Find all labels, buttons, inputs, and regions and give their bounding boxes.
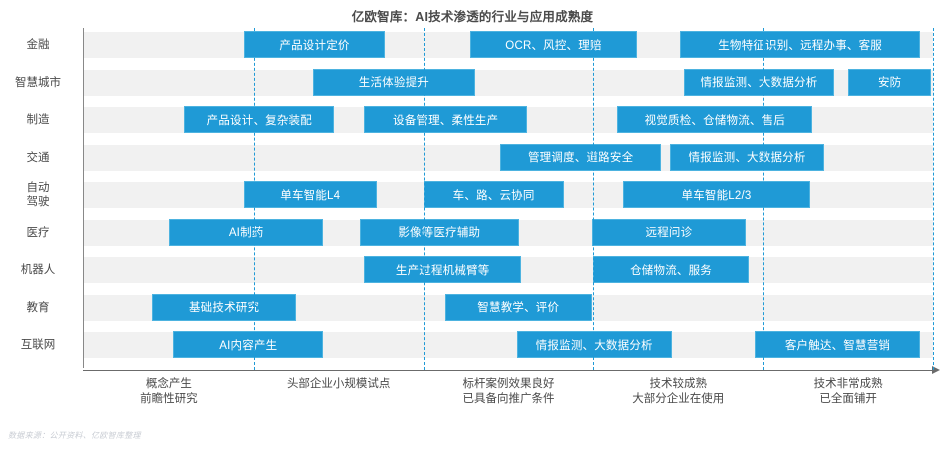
chart-bar: 基础技术研究 <box>151 293 297 321</box>
chart-bar: 生活体验提升 <box>313 68 475 96</box>
chart-row-机器人: 机器人 生产过程机械臂等 仓储物流、服务 <box>0 253 945 287</box>
source-note: 数据来源：公开资料、亿欧智库整理 <box>8 431 141 440</box>
chart-bar: 车、路、云协同 <box>423 181 564 208</box>
x-axis-label-line1: 概念产生 <box>145 378 192 390</box>
chart-row-智慧城市: 智慧城市 生活体验提升 情报监测、大数据分析安防 <box>0 66 945 100</box>
x-axis-label-line1: 技术非常成熟 <box>813 378 883 390</box>
chart-bar: 视觉质检、仓储物流、售后 <box>617 106 813 133</box>
chart-bar: AI内容产生 <box>173 331 324 358</box>
x-axis-label-line2: 已全面铺开 <box>819 393 877 405</box>
y-axis-label-line: 制造 <box>26 114 50 126</box>
y-axis-label-line: 教育 <box>26 301 50 314</box>
y-axis-label-line: 驾驶 <box>26 196 50 208</box>
x-axis-label-line1: 头部企业小规模试点 <box>286 378 391 390</box>
x-axis-label-1: 概念产生前瞻性研究 <box>84 377 254 407</box>
chart-row-医疗: 医疗 AI制药 影像等医疗辅助 远程问诊 <box>0 216 945 250</box>
chart-bar: 影像等医疗辅助 <box>359 218 519 246</box>
gridline-3 <box>593 28 595 370</box>
chart-bar: 单车智能L2/3 <box>623 181 810 208</box>
chart-bar: AI制药 <box>168 218 324 246</box>
y-axis-label-line: 智慧城市 <box>15 76 61 89</box>
chart-bar: 智慧教学、评价 <box>444 293 592 321</box>
y-axis-label-line: 互联网 <box>20 339 56 351</box>
y-axis-label-智慧城市: 智慧城市 <box>0 66 76 100</box>
y-axis-label-自动驾驶: 自动驾驶 <box>0 178 76 212</box>
gridline-1 <box>253 28 255 370</box>
y-axis-label-金融: 金融 <box>0 28 76 62</box>
y-axis-label-交通: 交通 <box>0 141 76 175</box>
x-axis-label-4: 技术较成熟大部分企业在使用 <box>593 377 763 407</box>
chart-bar: 情报监测、大数据分析 <box>669 143 825 171</box>
chart-bar: 安防 <box>848 68 932 96</box>
y-axis-line <box>83 28 84 368</box>
y-axis-label-line: 医疗 <box>26 226 50 239</box>
y-axis-label-教育: 教育 <box>0 291 76 325</box>
y-axis-label-line: 交通 <box>26 151 50 164</box>
chart-row-教育: 教育 基础技术研究 智慧教学、评价 <box>0 291 945 325</box>
x-axis-label-line1: 标杆案例效果良好 <box>462 378 555 390</box>
y-axis-label-line: 金融 <box>26 39 50 51</box>
chart-row-自动驾驶: 自动驾驶 单车智能L4 车、路、云协同 单车智能L2/3 <box>0 178 945 212</box>
y-axis-label-医疗: 医疗 <box>0 216 76 250</box>
x-axis-label-3: 标杆案例效果良好已具备向推广条件 <box>424 377 594 407</box>
gridline-2 <box>423 28 425 370</box>
chart-bar: 管理调度、道路安全 <box>500 143 662 171</box>
x-axis-label-line2: 已具备向推广条件 <box>462 393 555 405</box>
chart-bar: 仓储物流、服务 <box>593 256 749 283</box>
chart-bar: 远程问诊 <box>591 218 747 246</box>
chart-bar: OCR、风控、理赔 <box>470 31 637 58</box>
x-axis-label-line2: 大部分企业在使用 <box>632 393 725 405</box>
x-axis-label-2: 头部企业小规模试点 <box>254 377 424 392</box>
y-axis-label-互联网: 互联网 <box>0 328 76 362</box>
y-axis-label-line: 机器人 <box>20 264 56 276</box>
chart-bar: 产品设计定价 <box>243 31 386 58</box>
chart-bar: 生产过程机械臂等 <box>364 256 522 283</box>
chart-bar: 单车智能L4 <box>243 181 377 208</box>
y-axis-label-line: 自动 <box>26 182 50 194</box>
gridline-5 <box>933 28 934 370</box>
x-axis-label-line2: 前瞻性研究 <box>140 393 198 405</box>
page-title: 亿欧智库：AI技术渗透的行业与应用成熟度 <box>351 10 594 24</box>
chart-bar: 生物特征识别、远程办事、客服 <box>679 31 921 58</box>
chart-bar: 产品设计、复杂装配 <box>184 106 335 133</box>
chart-row-制造: 制造 产品设计、复杂装配 设备管理、柔性生产 视觉质检、仓储物流、售后 <box>0 103 945 137</box>
chart-bar: 设备管理、柔性生产 <box>364 106 528 133</box>
x-axis-line <box>83 370 933 371</box>
chart-plot-area: 金融 产品设计定价 OCR、风控、理赔 生物特征识别、远程办事、客服智慧城市 生活体验提… <box>0 28 945 368</box>
gridline-4 <box>763 28 765 370</box>
chart-bar: 情报监测、大数据分析 <box>684 68 834 96</box>
x-axis-label-line1: 技术较成熟 <box>649 378 708 390</box>
x-axis-label-5: 技术非常成熟已全面铺开 <box>763 377 933 407</box>
chart-row-金融: 金融 产品设计定价 OCR、风控、理赔 生物特征识别、远程办事、客服 <box>0 28 945 62</box>
y-axis-label-制造: 制造 <box>0 103 76 137</box>
chart-bar: 客户触达、智慧营销 <box>754 331 921 358</box>
y-axis-label-机器人: 机器人 <box>0 253 76 287</box>
chart-row-交通: 交通 管理调度、道路安全情报监测、大数据分析 <box>0 141 945 175</box>
x-axis-arrow-icon <box>932 365 940 374</box>
